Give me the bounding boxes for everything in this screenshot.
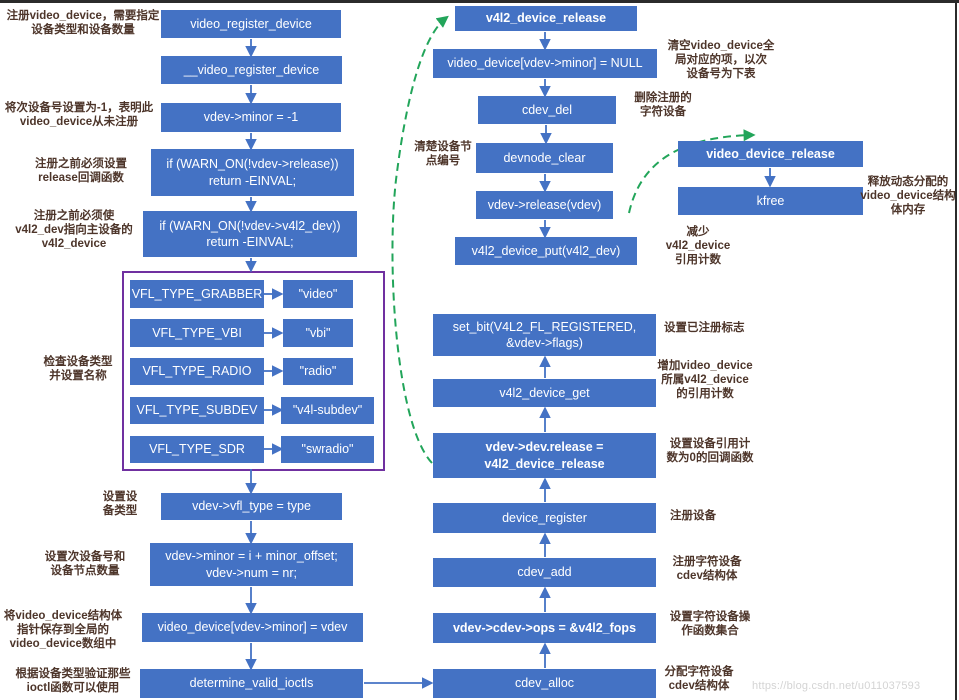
node-determine-valid-ioctls: determine_valid_ioctls <box>140 669 363 698</box>
annotation-cdev-del-note: 删除注册的 字符设备 <box>634 92 692 119</box>
annotation-ioctl-note: 根据设备类型验证那些 ioctl函数可以使用 <box>15 668 131 695</box>
annotation-kfree-note: 释放动态分配的 video_device结构 体内存 <box>860 176 956 217</box>
node-vfl-type-radio: VFL_TYPE_RADIO <box>130 358 264 385</box>
node-inner-video-register-device: __video_register_device <box>161 56 342 84</box>
annotation-dev-release-note: 设置设备引用计 数为0的回调函数 <box>666 438 754 465</box>
node-warn-release: if (WARN_ON(!vdev->release)) return -EIN… <box>151 149 354 196</box>
csdn-watermark: https://blog.csdn.net/u011037593 <box>752 680 921 692</box>
node-vdev-release-call: vdev->release(vdev) <box>476 191 613 219</box>
node-set-cdev-ops: vdev->cdev->ops = &v4l2_fops <box>433 613 656 643</box>
annotation-store-note: 将video_device结构体 指针保存到全局的 video_device数组… <box>3 610 123 651</box>
annotation-minor-note: 将次设备号设置为-1，表明此 video_device从未注册 <box>4 102 154 129</box>
annotation-set-type-note: 设置设 备类型 <box>102 491 138 518</box>
annotation-set-minor-note: 设置次设备号和 设备节点数量 <box>44 551 126 578</box>
node-devnode-clear: devnode_clear <box>476 143 613 173</box>
node-warn-v4l2-dev: if (WARN_ON(!vdev->v4l2_dev)) return -EI… <box>143 211 357 257</box>
node-name-video: "video" <box>283 280 353 308</box>
annotation-devnode-note: 清楚设备节 点编号 <box>414 141 472 168</box>
node-cdev-add: cdev_add <box>433 558 656 587</box>
node-video-device-release: video_device_release <box>678 141 863 167</box>
node-set-dev-release: vdev->dev.release = v4l2_device_release <box>433 433 656 478</box>
annotation-release-note: 注册之前必须设置 release回调函数 <box>35 158 127 185</box>
annotation-clear-entry-note: 清空video_device全 局对应的项，以次 设备号为下表 <box>667 40 775 81</box>
right-border-line <box>955 0 957 700</box>
node-set-bit-registered: set_bit(V4L2_FL_REGISTERED, &vdev->flags… <box>433 314 656 356</box>
annotation-set-bit-note: 设置已注册标志 <box>664 322 745 334</box>
node-minor-init: vdev->minor = -1 <box>161 103 341 132</box>
annotation-register-note: 注册video_device，需要指定 设备类型和设备数量 <box>6 10 160 37</box>
node-vfl-type-vbi: VFL_TYPE_VBI <box>130 319 264 347</box>
annotation-v4l2dev-note: 注册之前必须使 v4l2_dev指向主设备的 v4l2_device <box>15 210 133 251</box>
annotation-get-note: 增加video_device 所属v4l2_device 的引用计数 <box>657 360 753 401</box>
annotation-cdev-alloc-note: 分配字符设备 cdev结构体 <box>664 666 734 693</box>
callback-reference-arrow <box>628 129 756 214</box>
callback-reference-arrow <box>391 15 449 464</box>
node-vfl-type-sdr: VFL_TYPE_SDR <box>130 436 264 463</box>
annotation-put-note: 减少 v4l2_device 引用计数 <box>665 226 731 267</box>
node-v4l2-device-release: v4l2_device_release <box>455 6 637 31</box>
node-device-register: device_register <box>433 503 656 533</box>
node-set-minor-num: vdev->minor = i + minor_offset; vdev->nu… <box>150 543 353 586</box>
node-name-radio: "radio" <box>283 358 353 385</box>
annotation-device-register-note: 注册设备 <box>670 510 716 522</box>
node-name-swradio: "swradio" <box>281 436 374 463</box>
node-cdev-alloc: cdev_alloc <box>433 669 656 698</box>
node-clear-video-device: video_device[vdev->minor] = NULL <box>433 49 657 78</box>
annotation-cdev-add-note: 注册字符设备 cdev结构体 <box>672 556 742 583</box>
top-border-line <box>0 0 959 3</box>
node-set-vfl-type: vdev->vfl_type = type <box>161 493 342 520</box>
node-store-video-device: video_device[vdev->minor] = vdev <box>142 613 363 642</box>
node-name-vbi: "vbi" <box>283 319 353 347</box>
node-v4l2-device-get: v4l2_device_get <box>433 379 656 407</box>
node-cdev-del: cdev_del <box>478 96 616 124</box>
annotation-cdev-ops-note: 设置字符设备操 作函数集合 <box>669 611 751 638</box>
annotation-check-type-note: 检查设备类型 并设置名称 <box>43 356 113 383</box>
node-vfl-type-subdev: VFL_TYPE_SUBDEV <box>130 397 264 424</box>
node-v4l2-device-put: v4l2_device_put(v4l2_dev) <box>455 237 637 265</box>
node-name-v4l-subdev: "v4l-subdev" <box>281 397 374 424</box>
node-vfl-type-grabber: VFL_TYPE_GRABBER <box>130 280 264 308</box>
node-kfree: kfree <box>678 187 863 215</box>
node-video-register-device: video_register_device <box>161 10 341 38</box>
